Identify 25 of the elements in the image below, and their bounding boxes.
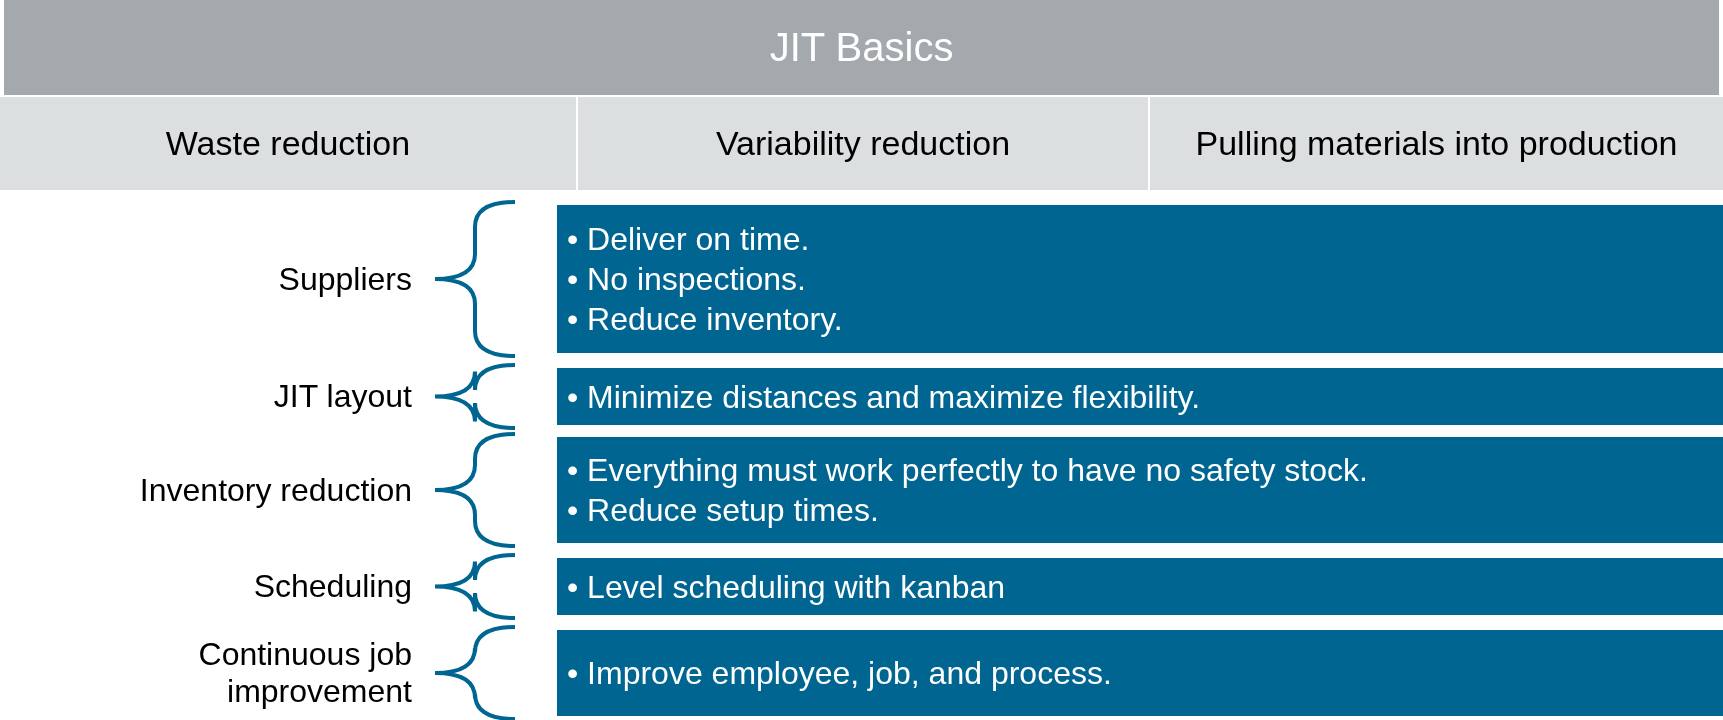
header-cell: Pulling materials into production (1150, 97, 1723, 190)
bullet-text: • Minimize distances and maximize flexibility. (567, 377, 1202, 417)
node-box (557, 368, 1723, 425)
node-box (557, 558, 1723, 615)
node-label: Waste reduction (165, 123, 411, 162)
node-box (557, 437, 1723, 543)
bullet-text: • No inspections. (567, 260, 807, 299)
bullet-text: • Improve employee, job, and process. (567, 654, 1113, 693)
bullet-text: • Reduce setup times. (567, 491, 880, 530)
row-label: JIT layout (273, 378, 412, 415)
bullet-text: • Reduce inventory. (567, 300, 844, 339)
header-cell: Waste reduction (0, 97, 576, 190)
row-label: Scheduling (253, 568, 412, 605)
row-label: Suppliers (278, 260, 412, 298)
header-cell: Variability reduction (578, 97, 1148, 190)
node-box (557, 630, 1723, 716)
bullet-text: • Everything must work perfectly to have no safety stock. (567, 451, 1369, 490)
row-label: Continuous job improvement (197, 636, 412, 710)
node-label: Variability reduction (715, 123, 1011, 162)
bullet-text: • Deliver on time. (567, 220, 811, 259)
node-box (557, 205, 1723, 353)
row-label: Inventory reduction (139, 471, 412, 509)
node-label: Pulling materials into production (1195, 123, 1678, 162)
title-bar: JIT Basics (4, 0, 1719, 95)
bullet-text: • Level scheduling with kanban (567, 567, 1007, 607)
